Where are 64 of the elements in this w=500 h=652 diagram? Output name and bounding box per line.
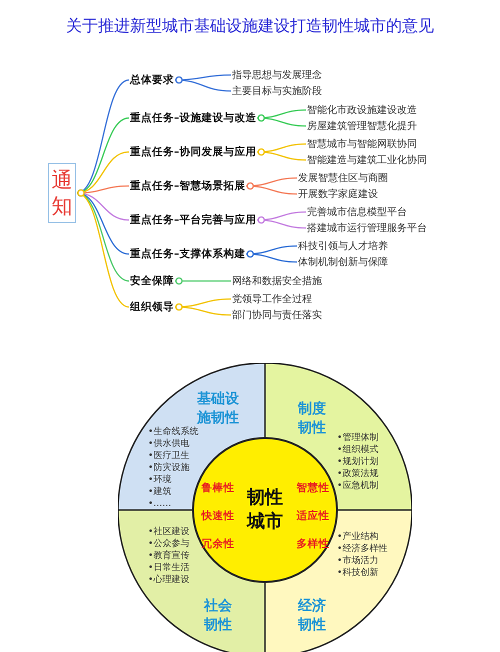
list-item: •教育宣传	[148, 550, 190, 562]
branch-label: 组织领导	[130, 300, 174, 314]
branch-label: 重点任务–平台完善与应用	[130, 214, 256, 226]
connector	[257, 216, 306, 229]
leaf-label: 科技引领与人才培养	[298, 240, 388, 252]
quality-word: 适应性	[296, 509, 330, 523]
quadrant-title: 基础设施韧性	[196, 390, 240, 426]
list-item: •建筑	[148, 486, 172, 498]
quadrant-title: 经济韧性	[296, 597, 327, 635]
list-item: •管理体制	[337, 432, 378, 444]
list-item: •心理建设	[148, 574, 190, 586]
branch-label: 总体要求	[130, 74, 174, 86]
leaf-label: 党领导工作全过程	[232, 292, 312, 306]
connector	[257, 114, 306, 127]
branch-label: 重点任务–支撑体系构建	[130, 248, 246, 260]
list-item: •科技创新	[337, 567, 378, 579]
list-item: •规划计划	[337, 456, 378, 468]
list-item: •生命线系统	[148, 426, 198, 438]
list-item: •社区建设	[148, 526, 190, 538]
quadrant-title: 社会韧性	[202, 597, 233, 635]
quality-word: 智慧性	[296, 481, 330, 495]
list-item: •防灾设施	[148, 462, 190, 474]
connector	[174, 76, 232, 92]
list-item: •公众参与	[148, 538, 190, 550]
quality-word: 快速性	[202, 509, 234, 523]
connector	[76, 190, 130, 308]
leaf-label: 发展智慧住区与商圈	[298, 172, 388, 184]
center-title: 韧性城市	[246, 486, 284, 534]
leaf-label: 智慧城市与智能网联协同	[307, 138, 417, 150]
connector	[174, 303, 232, 316]
list-item: •产业结构	[337, 531, 378, 543]
quadrant-title: 制度韧性	[296, 400, 327, 438]
leaf-label: 主要目标与实施阶段	[232, 84, 322, 98]
leaf-label: 智能化市政设施建设改造	[307, 104, 417, 116]
list-item: •经济多样性	[337, 543, 388, 555]
leaf-label: 体制机制创新与保障	[298, 256, 388, 268]
root-box: 通知	[48, 163, 76, 223]
leaf-label: 网络和数据安全措施	[232, 274, 322, 288]
connector	[175, 277, 231, 285]
leaf-label: 指导思想与发展理念	[232, 68, 322, 82]
branch-label: 安全保障	[130, 274, 174, 288]
list-item: •应急机制	[337, 480, 378, 492]
list-item: •市场活力	[337, 555, 378, 567]
list-item: •……	[148, 498, 172, 510]
leaf-label: 智能建造与建筑工业化协同	[307, 154, 427, 166]
list-item: •日常生活	[148, 562, 190, 574]
quality-word: 鲁棒性	[202, 481, 234, 495]
list-item: •医疗卫生	[148, 450, 190, 462]
list-item: •政策法规	[337, 468, 378, 480]
leaf-label: 完善城市信息模型平台	[307, 206, 407, 218]
list-item: •组织模式	[337, 444, 378, 456]
leaf-label: 搭建城市运行管理服务平台	[307, 222, 427, 234]
list-item: •环境	[148, 474, 172, 486]
list-item: •供水供电	[148, 438, 190, 450]
title: 关于推进新型城市基础设施建设打造韧性城市的意见	[65, 16, 435, 37]
branch-label: 重点任务–设施建设与改造	[130, 112, 256, 124]
connector	[246, 250, 298, 263]
branch-label: 重点任务–协同发展与应用	[130, 146, 256, 158]
connector	[257, 148, 306, 161]
leaf-label: 房屋建筑管理智慧化提升	[307, 120, 417, 132]
leaf-label: 部门协同与责任落实	[232, 308, 322, 322]
connector	[246, 182, 298, 195]
leaf-label: 开展数字家庭建设	[298, 188, 378, 200]
branch-label: 重点任务–智慧场景拓展	[130, 180, 246, 192]
